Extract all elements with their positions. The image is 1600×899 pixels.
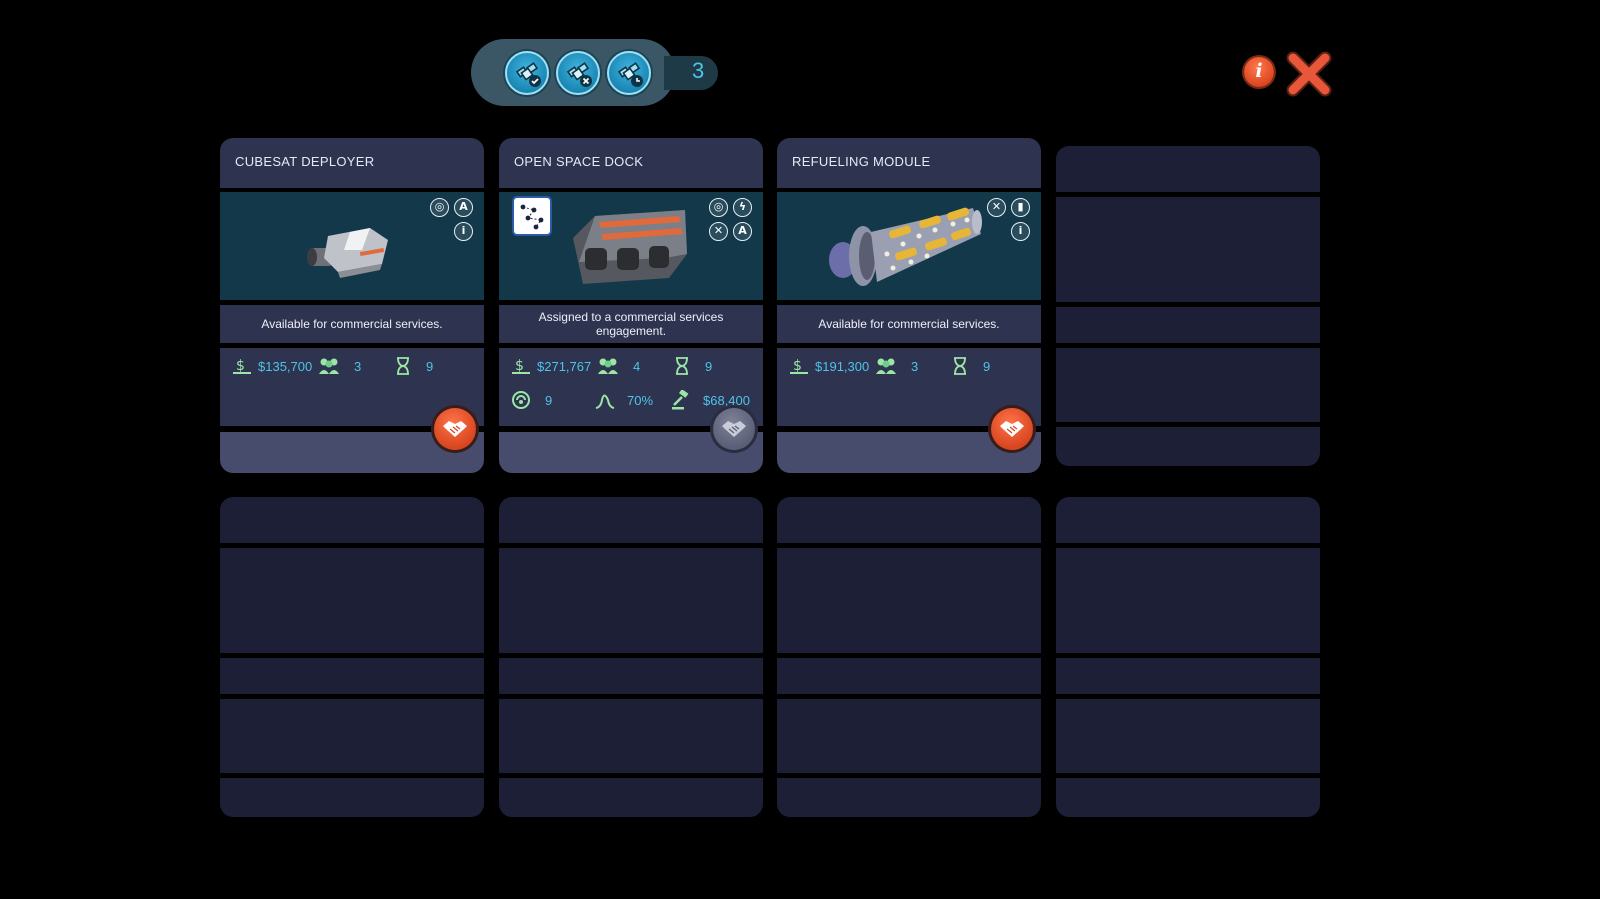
hourglass-icon (954, 357, 966, 375)
constellation-badge (512, 196, 552, 236)
card-image: ◎ ϟ ✕ A (499, 192, 763, 300)
card-status: Assigned to a commercial services engage… (499, 305, 763, 343)
cubesat-deployer-image (307, 228, 388, 278)
module-card-refueling-module[interactable]: REFUELING MODULE ✕ ▮ i (777, 138, 1041, 474)
power-icon: ϟ (733, 198, 752, 217)
card-image: ◎ A i (220, 192, 484, 300)
filter-unavailable-button[interactable] (556, 51, 600, 95)
stat-time: 9 (394, 357, 433, 375)
card-title: REFUELING MODULE (792, 154, 931, 169)
module-attribute-icon: ◎ (709, 198, 728, 217)
handshake-icon (1000, 421, 1024, 437)
satellite-icon: ✕ (987, 198, 1006, 217)
card-header: OPEN SPACE DOCK (499, 138, 763, 188)
handshake-icon (443, 421, 467, 437)
module-card-cubesat-deployer[interactable]: CUBESAT DEPLOYER ◎ A i Available for com… (220, 138, 484, 474)
info-button[interactable]: i (1244, 57, 1274, 87)
bell-curve-icon (595, 394, 615, 409)
svg-text:$: $ (793, 358, 802, 374)
commercial-deal-button[interactable] (991, 408, 1033, 450)
constellation-icon (520, 204, 544, 230)
stat-efficiency: 70% (595, 390, 653, 410)
module-attribute-icon: ◎ (430, 198, 449, 217)
card-status: Available for commercial services. (220, 305, 484, 343)
autonomy-icon: A (733, 222, 752, 241)
info-icon: i (1255, 60, 1263, 82)
commercial-deal-button-disabled[interactable] (713, 408, 755, 450)
hourglass-icon (676, 357, 688, 375)
svg-text:$: $ (236, 358, 245, 374)
card-title: OPEN SPACE DOCK (514, 154, 644, 169)
info-small-icon: i (1011, 222, 1030, 241)
stat-crew: 3 (875, 357, 918, 375)
stat-time: 9 (951, 357, 990, 375)
stat-price: $ $135,700 (232, 357, 312, 375)
crew-icon (319, 358, 339, 374)
filter-count-container (664, 56, 718, 90)
module-card-open-space-dock[interactable]: OPEN SPACE DOCK ◎ ϟ ✕ A Assigned to a co… (499, 138, 763, 474)
stat-revenue: $68,400 (671, 390, 750, 410)
satellite-check-icon (515, 62, 541, 87)
stat-crew: 4 (597, 357, 640, 375)
money-icon: $ (233, 358, 251, 374)
handshake-icon (722, 421, 746, 437)
card-header: CUBESAT DEPLOYER (220, 138, 484, 188)
stat-cycles: 9 (511, 390, 552, 410)
card-header: REFUELING MODULE (777, 138, 1041, 188)
refueling-module-image (829, 207, 982, 286)
commercial-deal-button[interactable] (434, 408, 476, 450)
crew-icon (598, 358, 618, 374)
card-image: ✕ ▮ i (777, 192, 1041, 300)
info-small-icon: i (454, 222, 473, 241)
card-title: CUBESAT DEPLOYER (235, 154, 375, 169)
money-icon: $ (790, 358, 808, 374)
satellite-clock-icon (617, 62, 643, 87)
stat-price: $ $191,300 (789, 357, 869, 375)
gavel-icon (672, 390, 689, 410)
satellite-icon: ✕ (709, 222, 728, 241)
fuel-icon: ▮ (1011, 198, 1030, 217)
stat-time: 9 (673, 357, 712, 375)
stat-price: $ $271,767 (511, 357, 591, 375)
svg-text:$: $ (515, 358, 524, 374)
autonomy-icon: A (454, 198, 473, 217)
hourglass-icon (397, 357, 409, 375)
card-status: Available for commercial services. (777, 305, 1041, 343)
open-space-dock-image (573, 210, 687, 284)
stat-crew: 3 (318, 357, 361, 375)
crew-icon (876, 358, 896, 374)
money-icon: $ (512, 358, 530, 374)
close-icon[interactable] (1285, 50, 1333, 98)
filter-count: 3 (692, 58, 705, 83)
cycle-icon (512, 391, 530, 409)
satellite-x-icon (566, 62, 592, 87)
filter-available-button[interactable] (505, 51, 549, 95)
filter-all-button[interactable] (607, 51, 651, 95)
